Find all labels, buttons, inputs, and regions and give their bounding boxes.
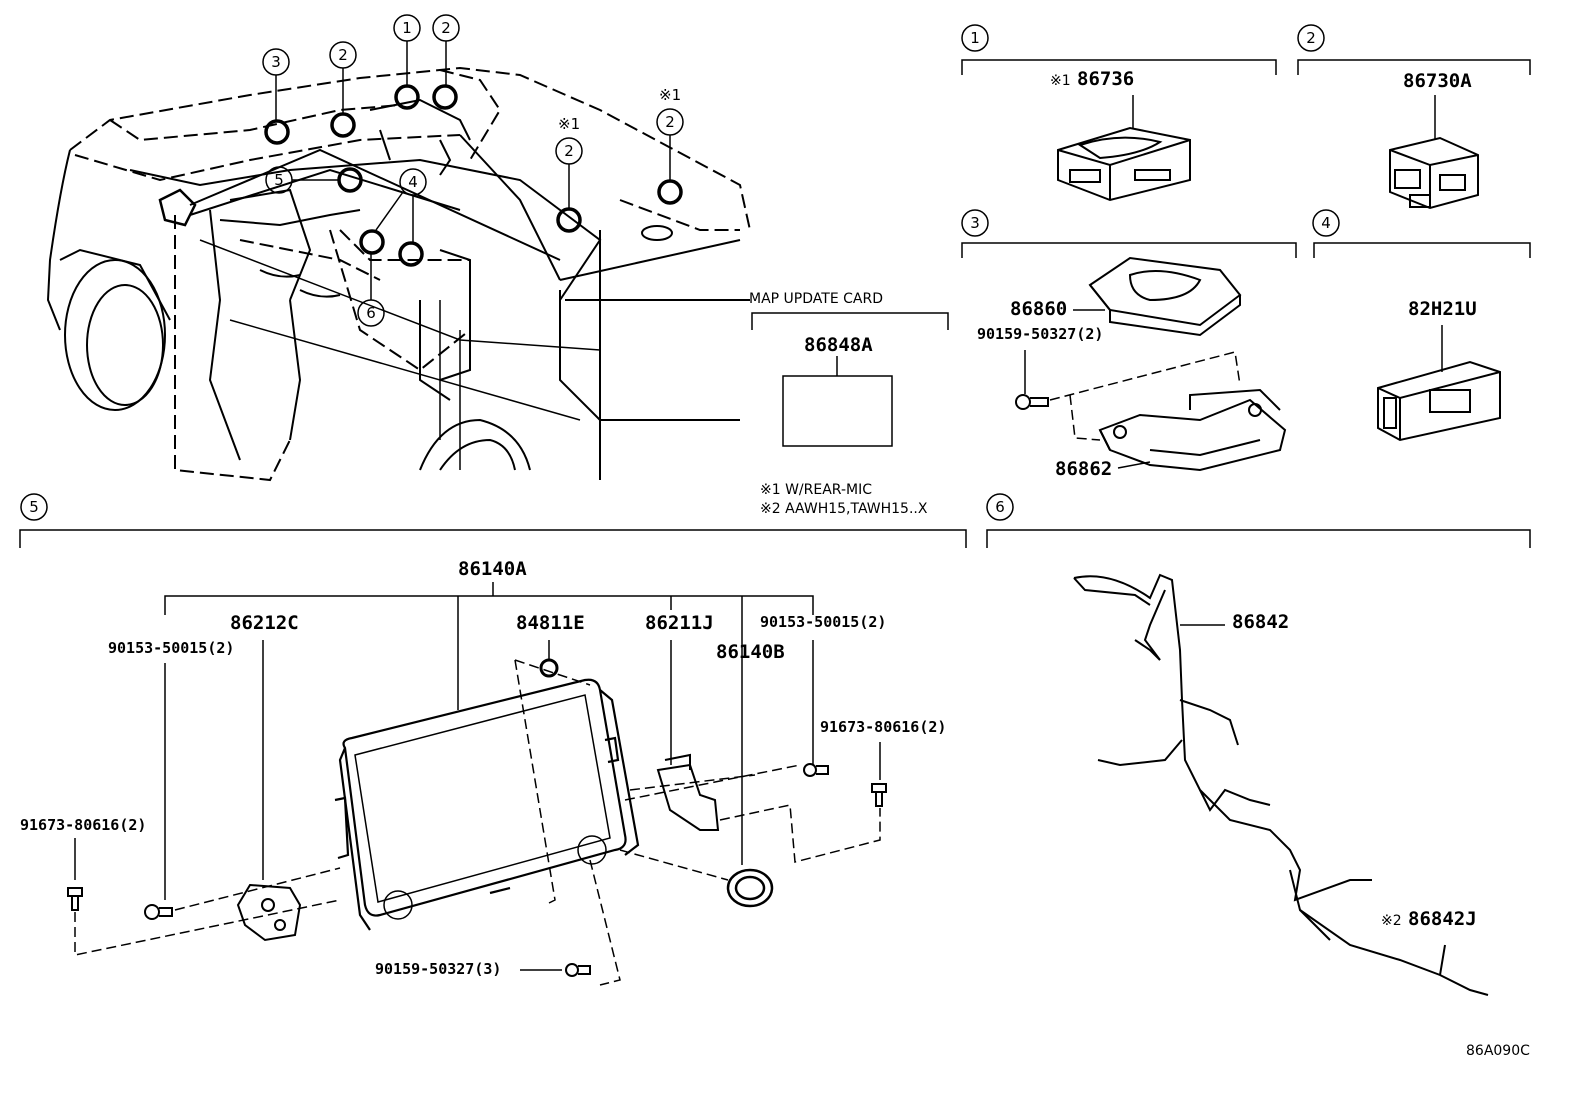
part-number-86140A: 86140A xyxy=(458,558,527,580)
cap-84811E-illustration xyxy=(539,658,559,678)
part-number-86212C: 86212C xyxy=(230,612,299,634)
part-number-86848A: 86848A xyxy=(804,334,873,356)
note-mark-rear-mic-b: ※1 xyxy=(659,86,682,104)
note-rear-mic: ※1 W/REAR-MIC xyxy=(760,482,872,498)
s1-note-mark: ※1 xyxy=(1050,73,1071,89)
callout-6-vehicle: 6 xyxy=(366,304,376,322)
display-unit-illustration xyxy=(334,678,640,931)
section-3-label: 3 xyxy=(970,214,980,232)
part-number-90159-50327-s3: 90159-50327(2) xyxy=(977,325,1104,343)
s3-dashed-guides xyxy=(1049,351,1241,441)
part-number-90153-50015-right: 90153-50015(2) xyxy=(760,613,887,631)
screw-90159-50327-s3 xyxy=(1015,350,1049,410)
part-86860-illustration xyxy=(1073,256,1242,337)
harness-86842-illustration xyxy=(1073,573,1489,996)
bracket-86211J-illustration xyxy=(656,753,720,831)
part-number-86860: 86860 xyxy=(1010,298,1068,320)
part-number-86862: 86862 xyxy=(1055,458,1113,480)
callout-5-vehicle: 5 xyxy=(274,171,284,189)
part-number-86140B: 86140B xyxy=(716,641,785,663)
part-86736-illustration xyxy=(1057,95,1191,202)
location-markers xyxy=(264,84,683,267)
note-model-codes: ※2 AAWH15,TAWH15..X xyxy=(760,501,928,517)
section-6-label: 6 xyxy=(995,498,1005,516)
part-number-90153-50015-left: 90153-50015(2) xyxy=(108,639,235,657)
knob-86140B-illustration xyxy=(726,868,774,908)
note-mark-rear-mic-a: ※1 xyxy=(558,115,581,133)
callout-1-vehicle: 1 xyxy=(402,19,412,37)
part-82H21U-illustration xyxy=(1377,325,1501,442)
part-number-86842J: 86842J xyxy=(1408,908,1477,930)
part-86862-illustration xyxy=(1098,388,1287,472)
section-5-label: 5 xyxy=(29,498,39,516)
part-number-91673-80616-right: 91673-80616(2) xyxy=(820,718,947,736)
section-1-label: 1 xyxy=(970,29,980,47)
s5-dashed-guides xyxy=(74,659,881,986)
bracket-86212C-illustration xyxy=(236,883,302,942)
callout-4-vehicle: 4 xyxy=(408,173,418,191)
vehicle-illustration xyxy=(46,66,751,482)
part-number-82H21U: 82H21U xyxy=(1408,298,1477,320)
section-2-label: 2 xyxy=(1306,29,1316,47)
map-update-card-title: MAP UPDATE CARD xyxy=(749,291,883,307)
part-number-86730A: 86730A xyxy=(1403,70,1472,92)
diagram-id: 86A090C xyxy=(1466,1043,1530,1059)
s5-fasteners xyxy=(67,763,887,977)
part-number-90159-50327-bottom: 90159-50327(3) xyxy=(375,960,502,978)
part-number-86736: 86736 xyxy=(1077,68,1135,90)
part-86730A-illustration xyxy=(1389,95,1479,210)
part-number-86211J: 86211J xyxy=(645,612,714,634)
section-brackets xyxy=(19,24,1531,548)
callout-2-vehicle-a: 2 xyxy=(338,46,348,64)
s6-note-mark: ※2 xyxy=(1381,913,1402,929)
callout-2-vehicle-d: 2 xyxy=(665,113,675,131)
callout-2-vehicle-b: 2 xyxy=(441,19,451,37)
callout-2-vehicle-c: 2 xyxy=(564,142,574,160)
callout-3-vehicle: 3 xyxy=(271,53,281,71)
s5-leaders xyxy=(74,582,881,971)
part-number-86842: 86842 xyxy=(1232,611,1290,633)
part-number-84811E: 84811E xyxy=(516,612,585,634)
section-4-label: 4 xyxy=(1321,214,1331,232)
part-number-91673-80616-left: 91673-80616(2) xyxy=(20,816,147,834)
vehicle-callouts xyxy=(262,14,684,327)
